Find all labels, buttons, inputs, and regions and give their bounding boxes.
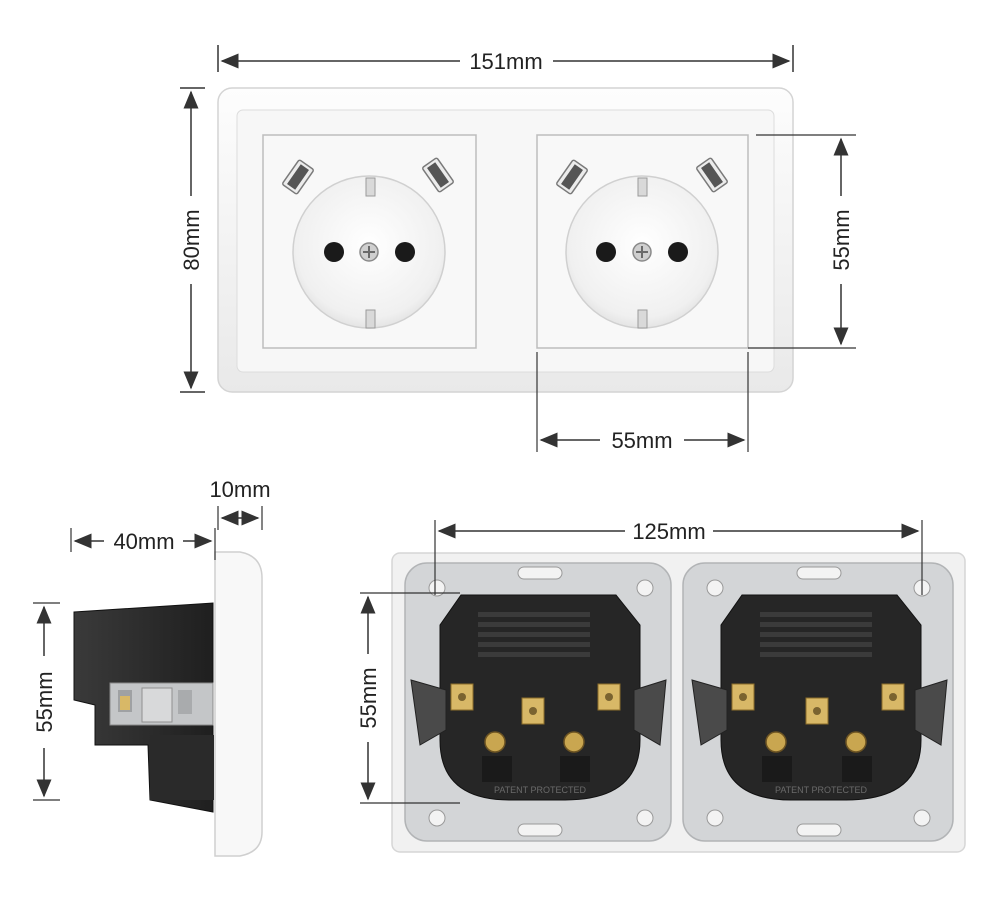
rear-screw-right-a (765, 731, 787, 753)
rear-height-label: 55mm (356, 667, 381, 728)
pin-hole-right-a (596, 242, 616, 262)
socket-insert-right (536, 134, 749, 349)
rear-marking-right: PATENT PROTECTED (775, 785, 868, 795)
pin-hole-left-b (395, 242, 415, 262)
insert-width-label: 55mm (611, 428, 672, 453)
rear-screw-left-b (563, 731, 585, 753)
rear-screw-left-a (484, 731, 506, 753)
side-plate-label: 10mm (209, 477, 270, 502)
side-brass-terminal (120, 696, 130, 710)
dim-insert-height: 55mm (748, 134, 856, 349)
dim-side-depth: 40mm (70, 528, 216, 560)
side-depth-label: 40mm (113, 529, 174, 554)
earth-clip-bottom-right (637, 309, 648, 329)
rear-frame-left: PATENT PROTECTED (404, 562, 672, 842)
side-cover-plate (214, 551, 263, 857)
pin-hole-right-b (668, 242, 688, 262)
pin-hole-left-a (324, 242, 344, 262)
rear-screw-right-b (845, 731, 867, 753)
rear-frame-right: PATENT PROTECTED (682, 562, 954, 842)
overall-height-label: 80mm (179, 209, 204, 270)
overall-width-label: 151mm (469, 49, 542, 74)
side-view: 40mm 10mm 55mm (32, 477, 271, 857)
dim-side-plate: 10mm (209, 477, 271, 530)
earth-clip-top-right (637, 177, 648, 197)
dim-rear-height: 55mm (356, 592, 460, 804)
earth-clip-top-left (365, 177, 376, 197)
usb-port-right-a (556, 159, 588, 195)
earth-clip-bottom-left (365, 309, 376, 329)
rear-marking-left: PATENT PROTECTED (494, 785, 587, 795)
usb-port-right-b (696, 157, 728, 193)
dim-insert-width: 55mm (536, 352, 749, 453)
usb-port-left-a (282, 159, 314, 195)
dim-rear-spacing: 125mm (434, 519, 923, 595)
dim-overall-width: 151mm (217, 45, 794, 74)
side-lower-block (150, 735, 214, 800)
dim-overall-height: 80mm (179, 87, 205, 393)
front-view: 151mm 80mm 55mm 55mm (179, 45, 856, 453)
socket-insert-left (262, 134, 477, 349)
rear-spacing-label: 125mm (632, 519, 705, 544)
dim-side-height: 55mm (32, 602, 60, 801)
rear-view: PATENT PROTECTED (356, 519, 966, 853)
usb-port-left-b (422, 157, 454, 193)
side-height-label: 55mm (32, 671, 57, 732)
insert-height-label: 55mm (829, 209, 854, 270)
